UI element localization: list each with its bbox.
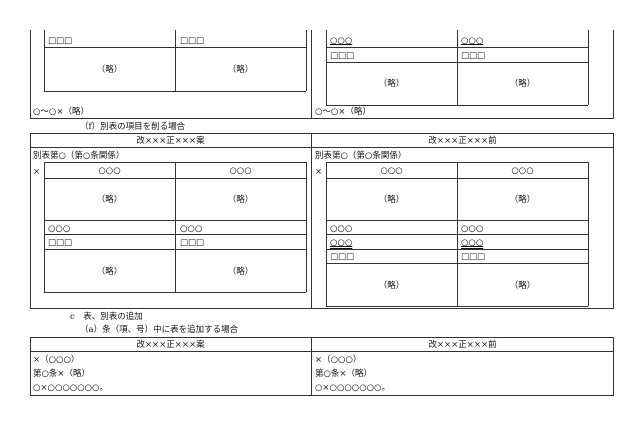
middle-right-omitted-3: （略） — [378, 281, 405, 291]
bottom-header-after: 改×××正×××案 — [136, 340, 205, 350]
top-right-omitted-2: （略） — [509, 79, 536, 89]
middle-mid-divider — [311, 133, 312, 309]
middle-header-before: 改×××正×××前 — [428, 136, 497, 146]
bottom-mid-divider — [311, 337, 312, 396]
top-right-omitted-1: （略） — [378, 79, 405, 89]
heading-c-table-add: c 表、別表の追加 — [70, 312, 143, 322]
top-right-cell-4: □□□ — [461, 51, 486, 61]
top-left-footnote: ○～○×（略） — [33, 107, 89, 117]
middle-right-row2-c2: ○○○ — [461, 238, 484, 248]
middle-left-appendix-title: 別表第○（第○条関係） — [33, 151, 125, 161]
bottom-left-line-3: ○×○○○○○○○。 — [33, 383, 108, 393]
top-left-omitted-1: （略） — [96, 65, 123, 75]
middle-left-omitted-3: （略） — [96, 267, 123, 277]
bottom-outer-border — [30, 337, 614, 396]
middle-left-omitted-2: （略） — [227, 195, 254, 205]
top-mid-divider — [311, 30, 312, 118]
top-right-footnote: ○～○×（略） — [315, 107, 371, 117]
middle-left-row2-c1: □□□ — [48, 238, 73, 248]
middle-left-head-1: ○○○ — [98, 166, 121, 176]
bottom-right-line-3: ○×○○○○○○○。 — [315, 383, 390, 393]
heading-a-add-table: （a）条（項、号）中に表を追加する場合 — [80, 325, 239, 335]
top-left-border — [30, 30, 31, 118]
middle-left-cross-mark: × — [33, 167, 41, 177]
middle-right-row3-c1: □□□ — [330, 252, 355, 262]
middle-right-row3-c2: □□□ — [461, 252, 486, 262]
bottom-right-line-1: ×（○○○） — [315, 355, 362, 365]
bottom-right-line-2: 第○条×（略） — [315, 369, 373, 379]
middle-right-head-2: ○○○ — [511, 166, 534, 176]
middle-right-row2-c1: ○○○ — [330, 238, 353, 248]
top-right-border — [613, 30, 614, 118]
bottom-header-rule — [30, 351, 614, 352]
middle-left-omitted-4: （略） — [227, 267, 254, 277]
heading-f-delete-item: （f）別表の項目を削る場合 — [80, 122, 186, 132]
middle-right-omitted-2: （略） — [509, 195, 536, 205]
bottom-header-before: 改×××正×××前 — [428, 340, 497, 350]
bottom-left-line-2: 第○条×（略） — [33, 369, 91, 379]
top-right-cell-2: ○○○ — [461, 36, 484, 46]
middle-right-omitted-1: （略） — [378, 195, 405, 205]
middle-right-omitted-4: （略） — [509, 281, 536, 291]
middle-right-cross-mark: × — [315, 167, 323, 177]
middle-left-row1-c1: ○○○ — [48, 224, 71, 234]
middle-header-rule — [30, 147, 614, 148]
middle-right-row1-c2: ○○○ — [461, 224, 484, 234]
bottom-left-line-1: ×（○○○） — [33, 355, 80, 365]
top-left-cell-2: □□□ — [180, 36, 205, 46]
top-right-cell-3: □□□ — [330, 51, 355, 61]
middle-right-row1-c1: ○○○ — [330, 224, 353, 234]
top-left-cell-1: □□□ — [48, 36, 73, 46]
top-right-cell-1: ○○○ — [330, 36, 353, 46]
top-left-omitted-2: （略） — [227, 65, 254, 75]
top-bottom-border — [30, 118, 614, 119]
middle-left-row1-c2: ○○○ — [180, 224, 203, 234]
middle-left-head-2: ○○○ — [229, 166, 252, 176]
middle-right-head-1: ○○○ — [380, 166, 403, 176]
middle-left-row2-c2: □□□ — [180, 238, 205, 248]
middle-right-appendix-title: 別表第○（第○条関係） — [315, 151, 407, 161]
middle-left-omitted-1: （略） — [96, 195, 123, 205]
middle-header-after: 改×××正×××案 — [136, 136, 205, 146]
middle-outer-border — [30, 133, 614, 309]
